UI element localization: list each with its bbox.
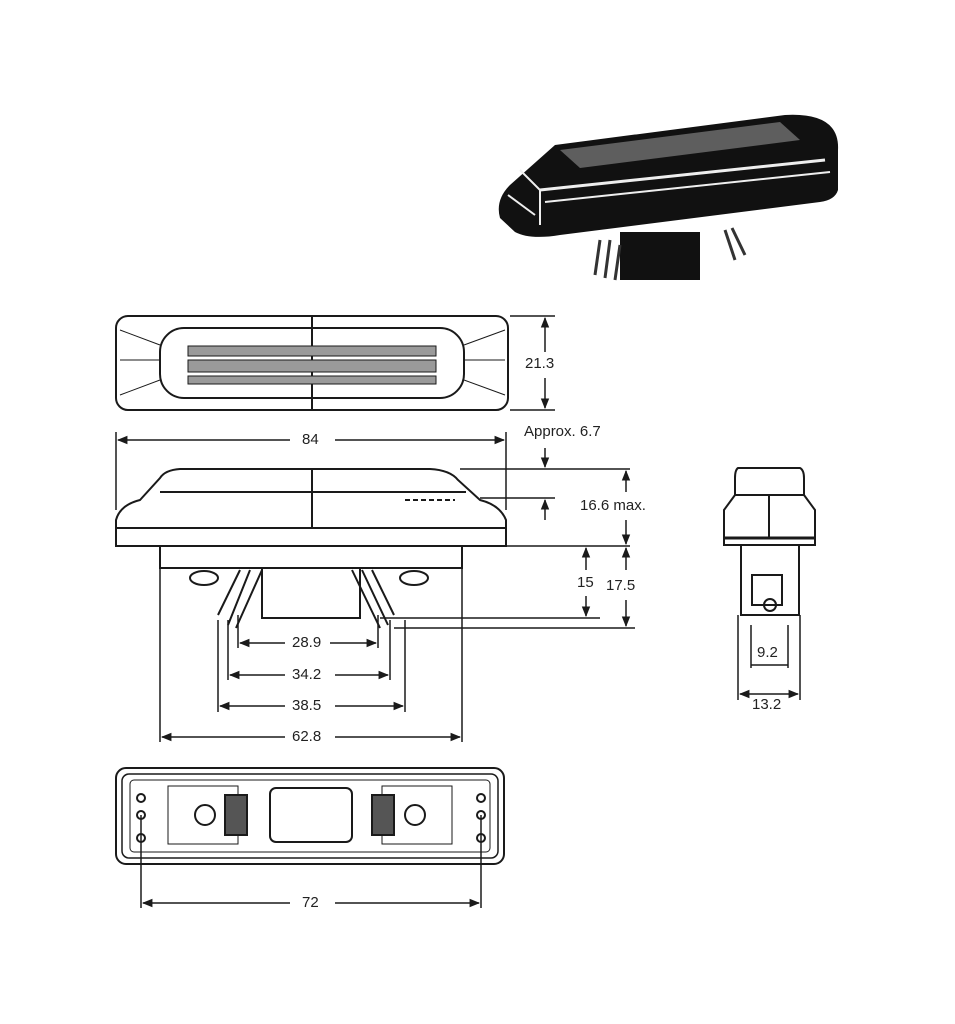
- top-view: [115, 315, 509, 411]
- side-view: [723, 467, 816, 616]
- dim-16-6-max: 16.6 max.: [580, 497, 646, 514]
- dim-72: 72: [302, 894, 319, 911]
- dimension-lines: [115, 315, 801, 908]
- dim-13-2: 13.2: [752, 696, 782, 713]
- front-view: [115, 468, 507, 629]
- dim-9-2: 9.2: [757, 644, 778, 661]
- dim-34-2: 34.2: [292, 666, 322, 683]
- perspective-view: [498, 114, 839, 281]
- dim-15: 15: [577, 574, 594, 591]
- dim-28-9: 28.9: [292, 634, 322, 651]
- dim-approx-6-7: Approx. 6.7: [524, 423, 601, 440]
- dim-21-3: 21.3: [525, 355, 555, 372]
- dim-17-5: 17.5: [606, 577, 636, 594]
- dim-62-8: 62.8: [292, 728, 322, 745]
- dim-38-5: 38.5: [292, 697, 322, 714]
- dim-84: 84: [302, 431, 319, 448]
- bottom-view: [115, 767, 505, 865]
